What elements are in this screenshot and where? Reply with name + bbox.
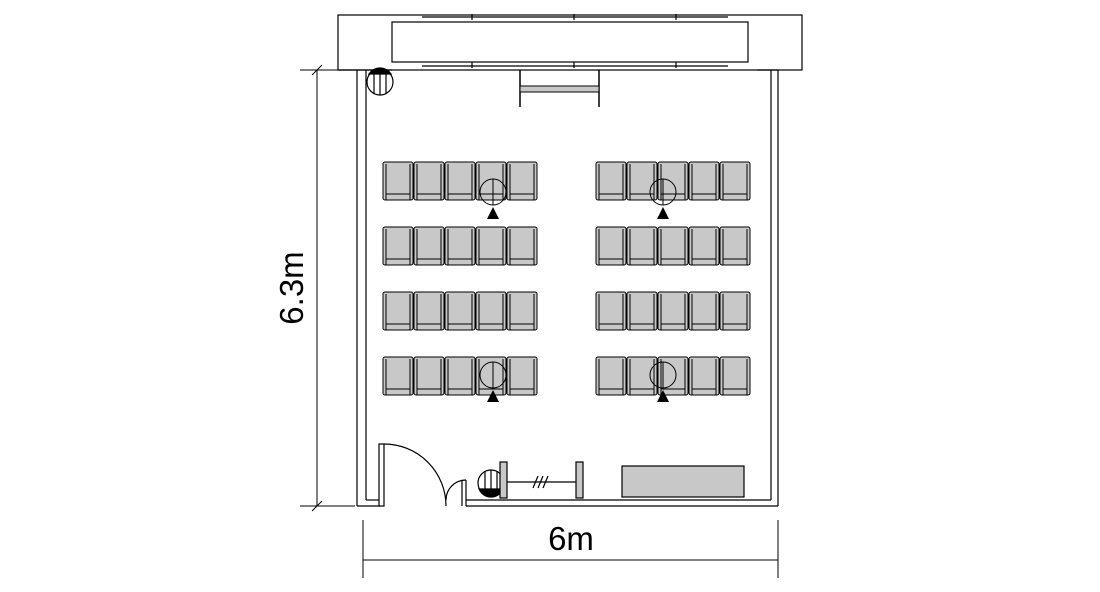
seat: [626, 161, 658, 201]
seat: [626, 356, 658, 396]
camera-icon: [649, 178, 677, 219]
seat: [657, 226, 689, 266]
speaker-icon: [366, 67, 394, 96]
camera-icon: [479, 178, 507, 219]
seat: [719, 226, 751, 266]
seat: [444, 161, 476, 201]
seat: [506, 226, 538, 266]
seat: [475, 161, 507, 201]
seat: [595, 291, 627, 331]
seat: [688, 356, 720, 396]
seat: [382, 356, 414, 396]
seat: [626, 226, 658, 266]
seat: [719, 161, 751, 201]
height-dimension-label: 6.3m: [273, 251, 310, 324]
seat: [475, 291, 507, 331]
speaker-icon-bottom: [477, 469, 505, 498]
seat: [413, 226, 445, 266]
camera-icon: [479, 361, 507, 402]
seat: [506, 356, 538, 396]
seat: [413, 161, 445, 201]
seat: [688, 161, 720, 201]
seat: [444, 226, 476, 266]
seat: [595, 356, 627, 396]
screen-stand: [519, 70, 600, 107]
seat: [595, 226, 627, 266]
desk: [621, 465, 745, 498]
seat: [444, 291, 476, 331]
seat: [506, 161, 538, 201]
seat: [719, 291, 751, 331]
room-walls: [356, 69, 779, 507]
width-dimension-label: 6m: [548, 520, 594, 557]
dimension-lines: [300, 64, 779, 578]
seat: [657, 161, 689, 201]
seat: [506, 291, 538, 331]
seat: [719, 356, 751, 396]
seat: [475, 226, 507, 266]
camera-group: [479, 178, 677, 402]
window-bay: [337, 14, 803, 71]
seat: [382, 226, 414, 266]
seat: [657, 291, 689, 331]
seat: [413, 291, 445, 331]
seat: [444, 356, 476, 396]
seating-area: [382, 161, 751, 396]
seat: [413, 356, 445, 396]
seat: [688, 226, 720, 266]
seat: [626, 291, 658, 331]
door-swing-icon[interactable]: [378, 443, 467, 507]
seat: [382, 161, 414, 201]
seat: [688, 291, 720, 331]
camera-icon: [649, 361, 677, 402]
seat: [595, 161, 627, 201]
seat: [382, 291, 414, 331]
projector-stand: [499, 461, 584, 499]
seat: [657, 356, 689, 396]
